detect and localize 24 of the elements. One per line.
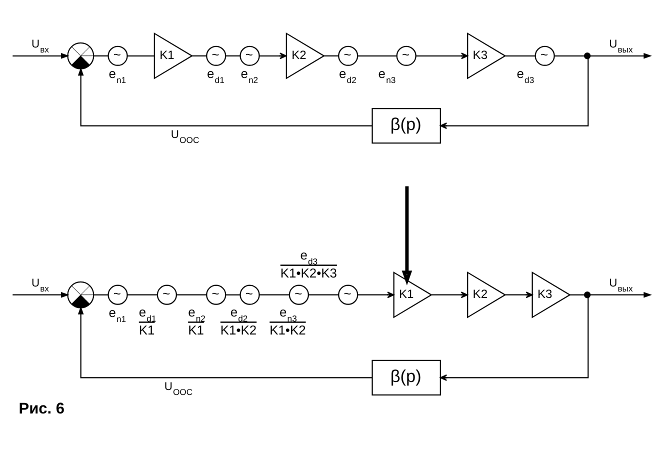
node-label: e$_{d1}$	[138, 304, 156, 323]
node-label: e$_{d2}$	[230, 304, 248, 323]
node-label: e$_{n2}$	[240, 65, 258, 84]
node-label: e$_{n2}$	[188, 304, 206, 323]
node-label: e$_{n1}$	[108, 65, 126, 84]
node-label: K1	[188, 322, 204, 338]
edge-label: U$_{ООС}$	[170, 128, 200, 145]
node-label: K1•K2	[270, 322, 306, 338]
edge-label: U$_{вх}$	[31, 277, 50, 294]
node-label: e$_{d1}$	[207, 65, 224, 84]
node-label: e$_{n3}$	[280, 304, 297, 323]
node-label: K1•K2	[220, 322, 257, 338]
edge-label: U$_{вх}$	[31, 38, 50, 54]
node-label: e$_{d2}$	[339, 65, 356, 84]
edge-label: U$_{ООС}$	[164, 380, 193, 397]
caption: Рис. 6	[18, 400, 65, 417]
node-label: e$_{n3}$	[378, 65, 396, 84]
node-label: e$_{d3}$	[516, 65, 534, 84]
edge-label: U$_{вых}$	[609, 38, 633, 54]
node-label: K1	[138, 322, 155, 338]
edge-label: U$_{вых}$	[609, 277, 633, 294]
node-label: e$_{n1}$	[108, 304, 126, 324]
node-label: e$_{d3}$	[300, 246, 318, 266]
node-label: K1•K2•K3	[280, 265, 337, 280]
